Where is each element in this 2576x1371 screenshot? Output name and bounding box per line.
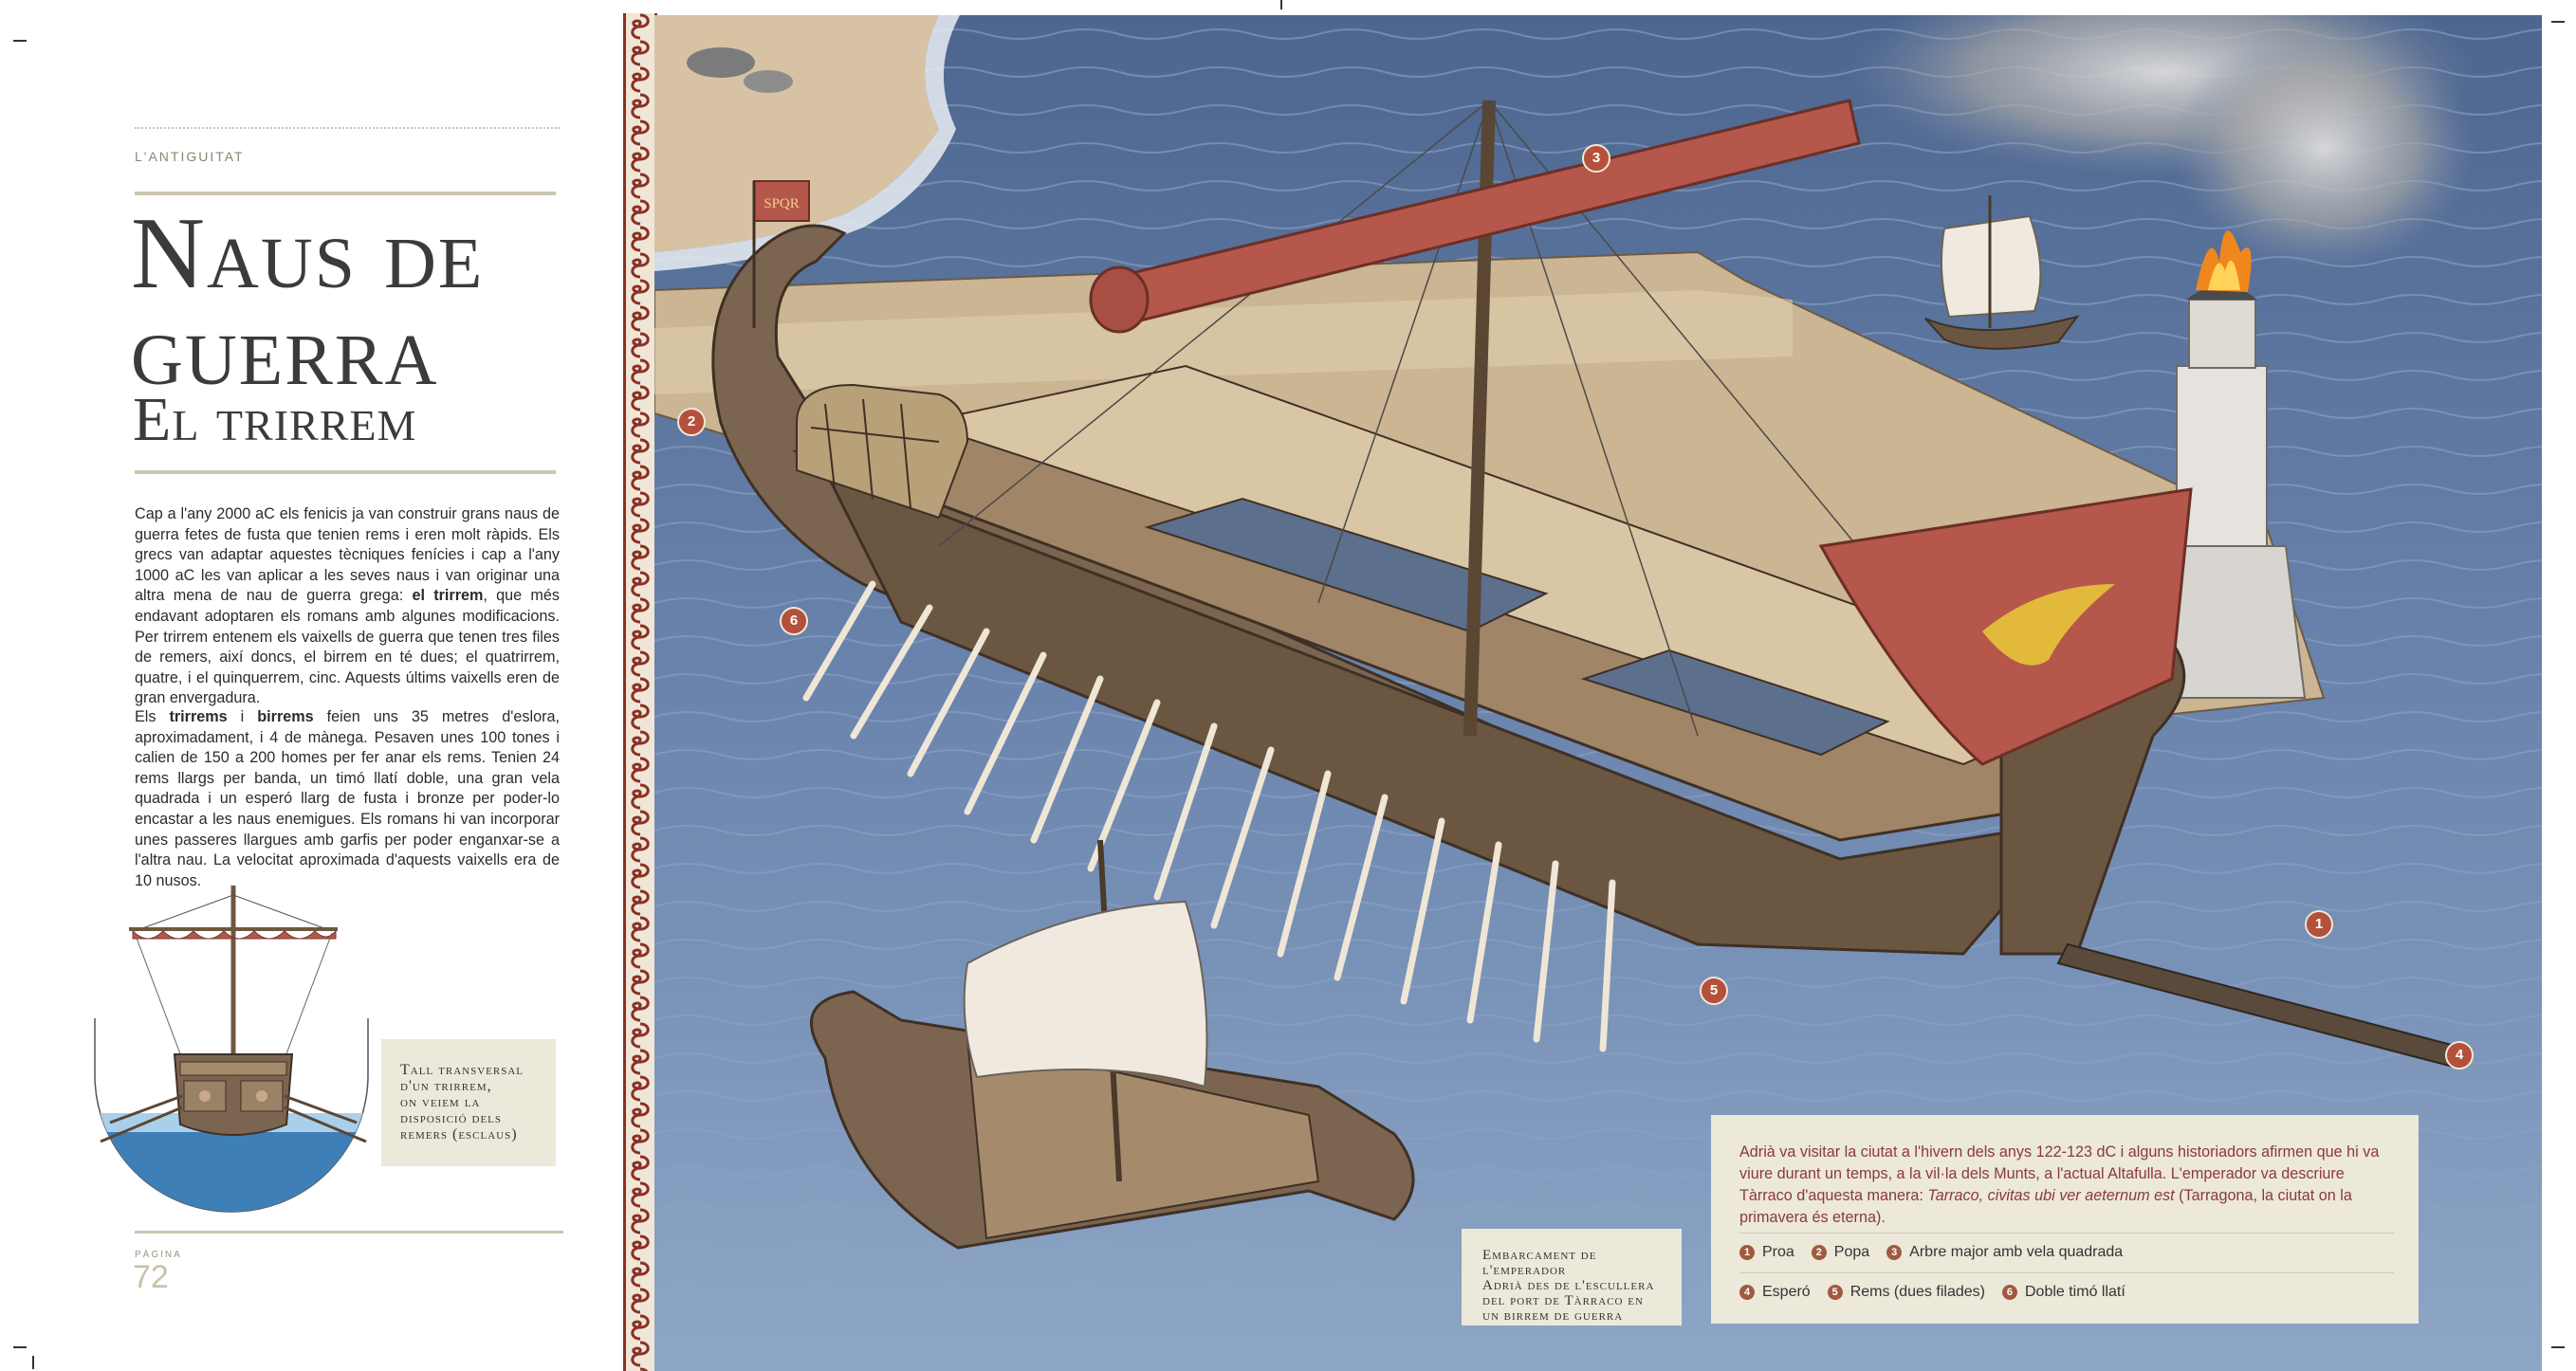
marker-4: 4 bbox=[2445, 1041, 2474, 1069]
legend-divider bbox=[1739, 1272, 2394, 1273]
legend-item-arbre: 3 Arbre major amb vela quadrada bbox=[1886, 1244, 2123, 1261]
info-box: Adrià va visitar la ciutat a l'hivern de… bbox=[1711, 1115, 2419, 1324]
crop-mark bbox=[32, 1356, 34, 1369]
page-title-line2: guerra bbox=[131, 294, 439, 407]
spqr-standard bbox=[753, 180, 810, 222]
cross-section-caption: Tall transversal d'un trirrem, on veiem … bbox=[381, 1039, 556, 1166]
marker-1: 1 bbox=[2305, 910, 2333, 939]
title-bottom-rule bbox=[135, 470, 556, 474]
small-birrem bbox=[809, 839, 1415, 1250]
legend-item-popa: 2 Popa bbox=[1811, 1244, 1869, 1261]
page-label: PÀGINA bbox=[135, 1250, 182, 1260]
paragraph-1: Cap a l'any 2000 aC els fenicis ja van c… bbox=[135, 505, 560, 707]
legend-row-2: 4 Esperó 5 Rems (dues filades) 6 Doble t… bbox=[1739, 1284, 2143, 1301]
background-sailboat bbox=[1924, 195, 2080, 350]
trireme-ship: SPQR bbox=[711, 99, 2468, 1069]
marker-5: 5 bbox=[1700, 977, 1728, 1005]
crop-mark bbox=[2551, 21, 2565, 23]
embark-caption: Embarcament de l'emperador Adrià des de … bbox=[1462, 1229, 1682, 1325]
legend-item-proa: 1 Proa bbox=[1739, 1244, 1794, 1261]
harbour-scene: SPQR bbox=[654, 15, 2542, 1371]
meander-pattern bbox=[626, 13, 654, 1371]
decorative-meander-border bbox=[623, 13, 657, 1371]
info-text: Adrià va visitar la ciutat a l'hivern de… bbox=[1739, 1143, 2380, 1226]
page-title-line1: Naus de bbox=[131, 197, 485, 310]
marker-6: 6 bbox=[780, 607, 808, 635]
top-dotted-rule bbox=[135, 127, 560, 129]
crop-mark bbox=[13, 40, 27, 42]
legend-item-espero: 4 Esperó bbox=[1739, 1284, 1811, 1301]
paragraph-2: Els trirrems i birrems feien uns 35 metr… bbox=[135, 708, 560, 889]
trireme-illustration: SPQR 1 2 3 4 5 6 bbox=[654, 15, 2542, 1371]
marker-2: 2 bbox=[677, 408, 706, 436]
page-number: 72 bbox=[133, 1259, 169, 1295]
marker-3: 3 bbox=[1582, 144, 1610, 173]
spqr-flag-text: SPQR bbox=[764, 196, 800, 211]
crop-mark bbox=[1280, 0, 1282, 9]
legend-row-1: 1 Proa 2 Popa 3 Arbre major amb vela qua… bbox=[1739, 1244, 2140, 1261]
crop-mark bbox=[2551, 1346, 2565, 1348]
page-subtitle: El trirrem bbox=[133, 385, 417, 454]
small-sail bbox=[963, 900, 1208, 1088]
page-footer-rule bbox=[135, 1231, 563, 1234]
legend-divider bbox=[1739, 1233, 2394, 1234]
section-label: L'ANTIGUITAT bbox=[135, 149, 245, 164]
legend-item-timo: 6 Doble timó llatí bbox=[2001, 1284, 2125, 1301]
title-top-rule bbox=[135, 192, 556, 195]
crop-mark bbox=[13, 1346, 27, 1348]
legend-item-rems: 5 Rems (dues filades) bbox=[1827, 1284, 1985, 1301]
cross-section-illustration bbox=[94, 886, 369, 1213]
